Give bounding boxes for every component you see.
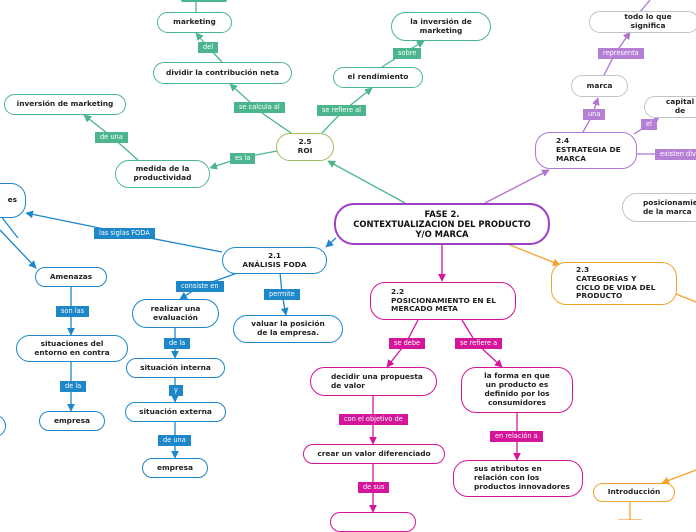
label-con-el-objetivo: con el objetivo de bbox=[339, 414, 408, 425]
label-y: y bbox=[169, 385, 183, 396]
connector-partial-amenazas bbox=[0, 229, 37, 269]
connector-central-estrategia bbox=[484, 169, 550, 204]
node-marca[interactable]: marca bbox=[571, 75, 628, 97]
node-crear-valor[interactable]: crear un valor diferenciado bbox=[303, 444, 445, 464]
label-de-la-2: de la bbox=[60, 381, 87, 392]
node-decidir-propuesta[interactable]: decidir una propuesta de valor bbox=[310, 367, 437, 396]
connector-todo-top bbox=[639, 0, 651, 13]
topic-roi[interactable]: 2.5 ROI bbox=[276, 133, 334, 161]
connector-introduccion-down bbox=[618, 502, 642, 520]
label-las-siglas-foda: las siglas FODA bbox=[94, 228, 155, 239]
connector-ciclo-right bbox=[675, 293, 696, 303]
connector-central-ciclo bbox=[504, 242, 561, 267]
label-una: una bbox=[583, 109, 606, 120]
node-marketing[interactable]: marketing bbox=[157, 12, 232, 33]
marketing-top-fragment bbox=[181, 0, 227, 2]
label-es-la: es la bbox=[230, 153, 256, 164]
node-dividir-contribucion[interactable]: dividir la contribución neta bbox=[153, 62, 292, 84]
node-realizar-evaluacion[interactable]: realizar una evaluación bbox=[132, 299, 219, 328]
label-se-refiere-al: se refiere al bbox=[317, 105, 367, 116]
connector-central-foda bbox=[325, 237, 337, 248]
node-inversion-marketing-top[interactable]: la inversión de marketing bbox=[391, 12, 491, 41]
label-de-una-foda: de una bbox=[158, 435, 191, 446]
node-partial-left[interactable]: es bbox=[0, 183, 26, 218]
node-rendimiento[interactable]: el rendimiento bbox=[333, 67, 423, 88]
label-se-calcula-al: se calcula al bbox=[234, 102, 285, 113]
connector-roi-dividir bbox=[229, 83, 292, 134]
label-se-debe: se debe bbox=[389, 338, 426, 349]
label-consiste-en: consiste en bbox=[176, 281, 224, 292]
label-de-la: de la bbox=[164, 338, 191, 349]
label-del: del bbox=[198, 42, 219, 53]
node-situaciones-contra[interactable]: situaciones del entorno en contra bbox=[16, 335, 128, 362]
node-forma-producto[interactable]: la forma en que un producto es definido … bbox=[461, 367, 573, 413]
node-situacion-externa[interactable]: situación externa bbox=[125, 402, 226, 422]
node-inversion-marketing[interactable]: inversión de marketing bbox=[4, 94, 126, 115]
connector-central-roi bbox=[327, 160, 406, 204]
label-de-una: de una bbox=[95, 132, 128, 143]
node-situacion-interna[interactable]: situación interna bbox=[126, 358, 225, 378]
node-atributos[interactable]: sus atributos en relación con los produc… bbox=[453, 460, 583, 497]
connector-introduccion bbox=[661, 469, 696, 485]
central-topic[interactable]: FASE 2. CONTEXTUALIZACION DEL PRODUCTO Y… bbox=[334, 203, 550, 245]
node-medida-productividad[interactable]: medida de la productividad bbox=[115, 160, 210, 188]
node-valuar-posicion[interactable]: valuar la posición de la empresa. bbox=[233, 315, 343, 343]
label-representa: representa bbox=[598, 48, 644, 59]
label-se-refiere-a: se refiere a bbox=[455, 338, 503, 349]
node-empresa[interactable]: empresa bbox=[142, 458, 208, 478]
node-capital[interactable]: capital de bbox=[644, 96, 696, 118]
label-en-relacion-a: en relación a bbox=[490, 431, 543, 442]
label-permite: permite bbox=[264, 289, 300, 300]
label-el: el bbox=[641, 119, 657, 130]
label-son-las: son las bbox=[56, 306, 90, 317]
label-de-sus: de sus bbox=[358, 482, 390, 493]
node-todo-significa[interactable]: todo lo que significa bbox=[589, 11, 696, 33]
label-sobre: sobre bbox=[393, 48, 422, 59]
node-empresa-left[interactable]: empresa bbox=[39, 411, 105, 431]
node-posicionamiento-marca[interactable]: posicionamien de la marca bbox=[622, 193, 696, 222]
topic-estrategia-marca[interactable]: 2.4 ESTRATEGIA DE MARCA bbox=[535, 132, 637, 169]
node-partial-bottom[interactable] bbox=[330, 512, 416, 532]
topic-analisis-foda[interactable]: 2.1 ANÁLISIS FODA bbox=[222, 247, 327, 274]
topic-ciclo-vida[interactable]: 2.3 CATEGORÍAS Y CICLO DE VIDA DEL PRODU… bbox=[551, 262, 677, 305]
label-existen: existen div bbox=[655, 149, 696, 160]
topic-posicionamiento[interactable]: 2.2 POSICIONAMIENTO EN EL MERCADO META bbox=[370, 282, 516, 320]
node-amenazas[interactable]: Amenazas bbox=[35, 267, 107, 287]
node-introduccion[interactable]: Introducción bbox=[593, 483, 675, 502]
